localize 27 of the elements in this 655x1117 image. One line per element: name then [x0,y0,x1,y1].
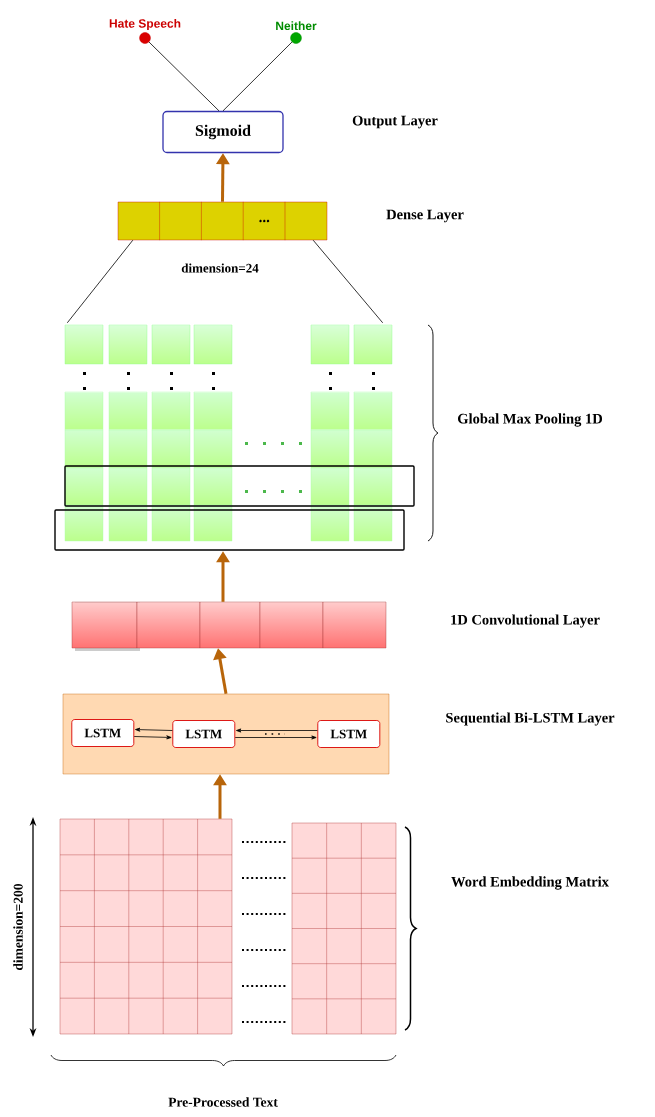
dimension-label: dimension=200 [13,883,23,971]
axis-caption: Pre-Processed Text [168,1097,278,1107]
dense-layer-bar: ... [117,201,328,241]
lstm-cell-box: LSTM [317,720,381,748]
layer-label: Output Layer [352,115,438,129]
node-label: Hate Speech [109,18,181,31]
layer-label: Dense Layer [386,209,464,223]
connector-line [312,239,384,324]
connector-line [66,239,134,324]
embedding-matrix-drawing [59,818,397,1035]
sigmoid-box: Sigmoid [162,110,284,154]
layer-label: Global Max Pooling 1D [458,413,602,427]
layer-label: Word Embedding Matrix [451,876,609,890]
layer-label: Sequential Bi-LSTM Layer [446,712,615,726]
node-label: Neither [276,21,317,31]
convolution-layer-drawing [71,601,387,651]
arrow [236,728,318,733]
lstm-cell-box: LSTM [71,719,135,747]
arrow [133,735,172,740]
dimension-label: dimension=24 [181,263,259,273]
arrow [135,727,173,732]
connector-line [222,41,293,112]
connector-line [148,41,220,112]
layer-label: 1D Convolutional Layer [451,614,600,628]
arrow [234,735,317,740]
lstm-cell-box: LSTM [172,720,236,748]
pooling-layer-drawing [54,324,415,551]
